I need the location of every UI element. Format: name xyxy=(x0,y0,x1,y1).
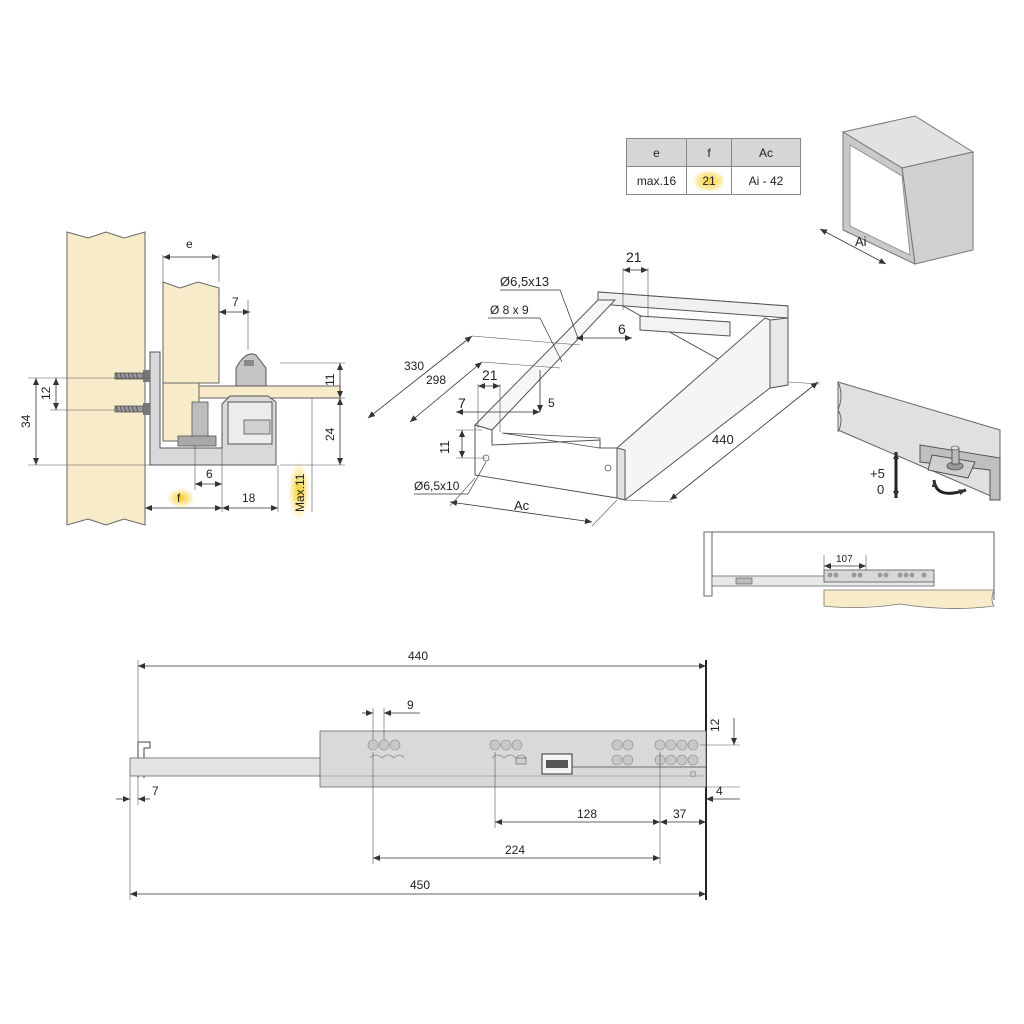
runner-holes xyxy=(367,739,699,778)
drawer-left-rail xyxy=(474,299,617,431)
adjust-zero: 0 xyxy=(877,482,884,497)
dim-18: 18 xyxy=(242,491,256,505)
spec-table-value-row: max.16 21 Ai - 42 xyxy=(626,166,801,195)
dim-12-runner: 12 xyxy=(708,718,722,732)
dim-21-mid: 21 xyxy=(482,367,498,383)
dim-21-top: 21 xyxy=(626,249,642,265)
cabinet-box: Ai xyxy=(819,115,975,265)
spec-header-ac: Ac xyxy=(731,138,801,167)
dim-6: 6 xyxy=(206,467,213,481)
drawer-bottom xyxy=(198,385,341,399)
dim-5: 5 xyxy=(548,396,555,410)
dim-max11: Max.11 xyxy=(293,473,307,512)
dim-dia-6-5x10: Ø6,5x10 xyxy=(414,479,460,493)
adjust-view: +5 0 xyxy=(837,381,1001,501)
spec-table: e f Ac max.16 21 Ai - 42 xyxy=(626,138,801,195)
dim-440-runner: 440 xyxy=(408,649,428,663)
screw-lower xyxy=(114,403,150,415)
dim-24: 24 xyxy=(323,427,337,441)
dim-440-drawer: 440 xyxy=(712,432,734,447)
dim-6-drawer: 6 xyxy=(618,321,626,337)
dim-dia-6-5x13: Ø6,5x13 xyxy=(500,274,549,289)
dim-7: 7 xyxy=(232,295,239,309)
dim-e: e xyxy=(186,237,193,251)
dim-11-drawer: 11 xyxy=(437,441,452,455)
spec-value-e: max.16 xyxy=(626,166,687,195)
dim-7-runner: 7 xyxy=(152,784,159,798)
cabinet-member xyxy=(319,730,707,788)
dim-224: 224 xyxy=(505,843,525,857)
lock-clip xyxy=(541,753,706,775)
section-view: e 7 11 34 12 24 6 f 18 Max.11 xyxy=(19,231,345,526)
adjust-plus5: +5 xyxy=(870,466,885,481)
spec-table-header-row: e f Ac xyxy=(626,138,801,167)
dim-450: 450 xyxy=(410,878,430,892)
spec-value-f: 21 xyxy=(686,166,732,195)
drawer-side xyxy=(162,281,220,384)
extension-view: 107 xyxy=(703,531,995,609)
dim-ac: Ac xyxy=(514,498,530,513)
cabinet-width-label: Ai xyxy=(855,234,867,249)
dim-107: 107 xyxy=(836,554,853,565)
dim-7-drawer: 7 xyxy=(458,395,466,411)
dim-298: 298 xyxy=(426,373,446,387)
dim-34: 34 xyxy=(19,414,33,428)
rotate-arrow-icon xyxy=(931,479,967,496)
dim-4: 4 xyxy=(716,784,723,798)
spec-value-ac: Ai - 42 xyxy=(731,166,801,195)
dim-dia-8x9: Ø 8 x 9 xyxy=(490,303,529,317)
drawer-front xyxy=(474,424,618,499)
spec-header-e: e xyxy=(626,138,687,167)
screw-upper xyxy=(114,370,150,382)
dim-9: 9 xyxy=(407,698,414,712)
spec-value-f-text: 21 xyxy=(694,170,724,191)
dim-11: 11 xyxy=(323,373,337,386)
dim-330: 330 xyxy=(404,359,424,373)
dim-f: f xyxy=(177,491,181,505)
dim-128: 128 xyxy=(577,807,597,821)
runner-view: 440 9 12 7 4 128 37 224 450 xyxy=(116,649,740,900)
drawer-view: 21 Ø6,5x13 Ø 8 x 9 6 330 298 21 7 5 11 Ø… xyxy=(367,249,821,527)
locking-device xyxy=(235,353,267,387)
dim-12: 12 xyxy=(39,386,53,400)
dim-37: 37 xyxy=(673,807,687,821)
side-panel xyxy=(66,231,146,526)
